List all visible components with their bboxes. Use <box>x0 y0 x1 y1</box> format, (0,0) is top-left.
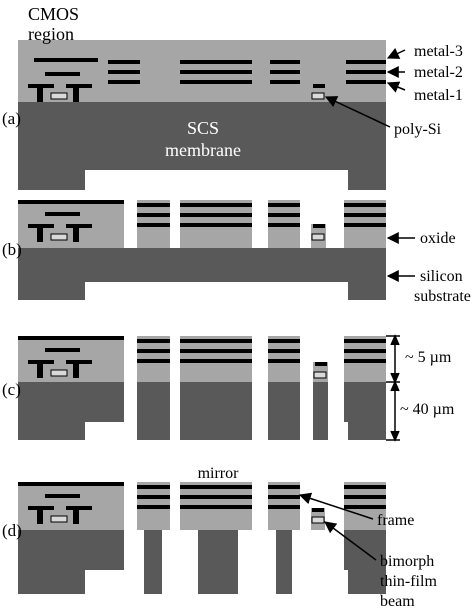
metal-2-label: metal-2 <box>414 64 463 81</box>
dimension-40um-label: ~ 40 µm <box>400 401 455 418</box>
metal-lines <box>18 336 386 378</box>
scs-membrane-label: membrane <box>165 140 241 160</box>
callout-arrows <box>298 47 415 561</box>
silicon-substrate-label: silicon <box>420 268 463 285</box>
poly-si-block <box>311 92 325 100</box>
mirror-label: mirror <box>198 465 240 482</box>
panel-label: (a) <box>2 109 21 128</box>
dimension-markers <box>386 334 400 442</box>
metal-lines <box>18 200 386 242</box>
cmos-region-label: CMOS <box>28 4 79 24</box>
poly-si-block <box>311 516 325 524</box>
panel-a <box>18 40 386 190</box>
silicon-pillars <box>18 530 386 594</box>
poly-si-block <box>313 371 327 379</box>
poly-si-block <box>50 92 68 100</box>
poly-si-block <box>50 369 68 377</box>
panel-label: (d) <box>2 521 22 540</box>
oxide-label: oxide <box>420 230 456 247</box>
frame-label: frame <box>377 512 414 529</box>
silicon-substrate <box>18 248 386 300</box>
poly-si-block <box>50 233 68 241</box>
poly-si-block <box>311 233 325 241</box>
metal-1-label: metal-1 <box>414 87 463 104</box>
bimorph-label: thin-film <box>380 573 437 590</box>
panel-d <box>18 482 386 594</box>
scs-membrane <box>18 102 386 190</box>
metal-lines <box>18 482 386 524</box>
bimorph-label: beam <box>380 593 415 610</box>
metal-3-label: metal-3 <box>414 43 463 60</box>
scs-membrane-label: SCS <box>187 118 219 138</box>
panel-c <box>18 334 400 442</box>
silicon-substrate-label: substrate <box>414 288 471 305</box>
metal-1-group <box>28 84 325 102</box>
silicon-pillars <box>18 382 386 440</box>
metal-2-group <box>45 60 386 84</box>
poly-si-label: poly-Si <box>394 121 442 138</box>
dimension-5um-label: ~ 5 µm <box>405 349 452 366</box>
metal-3-line <box>34 58 98 62</box>
cmos-region-label: region <box>28 24 74 44</box>
panel-label: (c) <box>2 380 21 399</box>
text-labels: CMOS region metal-3 metal-2 metal-1 poly… <box>2 4 471 610</box>
poly-si-block <box>50 515 68 523</box>
bimorph-label: bimorph <box>380 553 434 570</box>
panel-b <box>18 200 386 300</box>
panel-label: (b) <box>2 240 22 259</box>
